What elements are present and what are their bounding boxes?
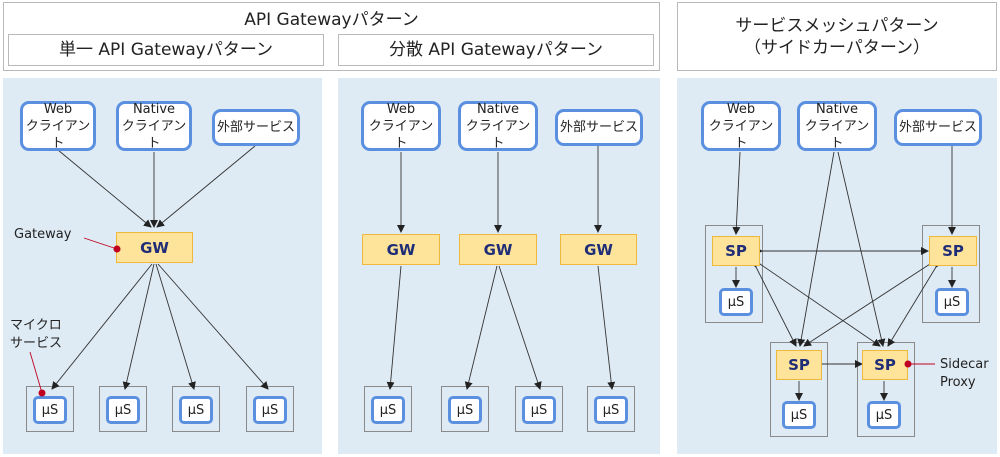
- microservice-label: μS: [790, 407, 808, 423]
- client-native-label: Native: [132, 101, 176, 117]
- sidecar-label: SP: [725, 242, 747, 260]
- sidecar-right: SP: [929, 236, 977, 266]
- microservice-3d: μS: [867, 401, 901, 429]
- microservice-1d: μS: [253, 396, 287, 424]
- client-external-label: 外部サービス: [898, 120, 977, 135]
- microservice-label: μS: [261, 402, 279, 418]
- ms-container-1d: [246, 386, 294, 432]
- gateway-distributed-2: GW: [459, 234, 537, 265]
- gateway-single: GW: [116, 232, 193, 263]
- header-distributed-gateway: 分散 API Gatewayパターン: [338, 34, 654, 66]
- microservice-label: μS: [114, 402, 132, 418]
- gateway-distributed-1: GW: [362, 234, 440, 265]
- microservice-2a: μS: [371, 396, 405, 424]
- gateway-distributed-3: GW: [560, 234, 637, 265]
- header-single-title: 単一 API Gatewayパターン: [59, 40, 273, 60]
- header-mesh-title: サービスメッシュパターン: [735, 15, 939, 36]
- client-web-label: Web: [386, 101, 416, 117]
- sidecar-label: SP: [942, 242, 964, 260]
- client-native-1: Native クライアント: [116, 101, 192, 151]
- gateway-label: GW: [386, 240, 416, 259]
- microservice-2b: μS: [448, 396, 482, 424]
- microservice-3a: μS: [719, 288, 753, 316]
- marker-gateway-dot: [113, 245, 121, 253]
- ms-container-1a: [26, 386, 74, 432]
- microservice-3b: μS: [935, 288, 969, 316]
- gateway-label: GW: [483, 240, 513, 259]
- client-native-label: Native: [476, 101, 520, 117]
- header-api-gateway-title: API Gatewayパターン: [244, 10, 419, 30]
- sidecar-label: SP: [874, 356, 896, 374]
- client-native-2: Native クライアント: [458, 101, 538, 151]
- microservice-label: μS: [187, 402, 205, 418]
- sidecar-bottom-left: SP: [776, 350, 822, 380]
- client-external-label: 外部サービス: [216, 120, 295, 135]
- microservice-label: μS: [727, 294, 745, 310]
- microservice-2c: μS: [522, 396, 556, 424]
- client-external-2: 外部サービス: [555, 109, 643, 146]
- client-web-sublabel: クライアント: [708, 118, 774, 151]
- microservice-2d: μS: [594, 396, 628, 424]
- marker-sidecar-dot: [904, 360, 912, 368]
- client-web-label: Web: [726, 101, 756, 117]
- client-native-3: Native クライアント: [797, 101, 877, 151]
- annotation-microservice: マイクロ サービス: [10, 317, 62, 353]
- client-web-sublabel: クライアント: [25, 118, 91, 151]
- client-native-sublabel: クライアント: [804, 118, 870, 151]
- microservice-1a: μS: [33, 396, 67, 424]
- client-external-1: 外部サービス: [212, 109, 300, 146]
- header-service-mesh: サービスメッシュパターン （サイドカーパターン）: [677, 2, 997, 71]
- client-web-2: Web クライアント: [361, 101, 441, 151]
- marker-microservice-dot: [38, 389, 46, 397]
- gateway-single-label: GW: [140, 238, 169, 257]
- microservice-3c: μS: [782, 401, 816, 429]
- annotation-sidecar-line1: Sidecar: [940, 357, 989, 372]
- microservice-1c: μS: [179, 396, 213, 424]
- sidecar-left: SP: [712, 236, 760, 266]
- client-native-sublabel: クライアント: [465, 118, 531, 151]
- header-distributed-title: 分散 API Gatewayパターン: [389, 40, 603, 60]
- header-mesh-subtitle: （サイドカーパターン）: [744, 37, 930, 58]
- annotation-micro-line1: マイクロ: [10, 318, 62, 333]
- microservice-label: μS: [943, 294, 961, 310]
- client-web-sublabel: クライアント: [368, 118, 434, 151]
- microservice-label: μS: [875, 407, 893, 423]
- client-external-label: 外部サービス: [559, 120, 638, 135]
- microservice-label: μS: [456, 402, 474, 418]
- sidecar-bottom-right: SP: [862, 350, 908, 380]
- microservice-label: μS: [602, 402, 620, 418]
- client-native-label: Native: [815, 101, 859, 117]
- ms-container-1c: [172, 386, 220, 432]
- annotation-gateway-text: Gateway: [14, 227, 72, 242]
- microservice-label: μS: [530, 402, 548, 418]
- client-native-sublabel: クライアント: [121, 118, 187, 151]
- client-web-1: Web クライアント: [20, 101, 96, 151]
- microservice-label: μS: [379, 402, 397, 418]
- client-web-label: Web: [43, 101, 73, 117]
- annotation-sidecar-proxy: Sidecar Proxy: [940, 356, 989, 392]
- sidecar-label: SP: [788, 356, 810, 374]
- microservice-1b: μS: [106, 396, 140, 424]
- annotation-gateway: Gateway: [14, 226, 71, 244]
- annotation-sidecar-line2: Proxy: [940, 375, 976, 390]
- gateway-label: GW: [584, 240, 613, 259]
- header-single-gateway: 単一 API Gatewayパターン: [8, 34, 324, 66]
- microservice-label: μS: [41, 402, 59, 418]
- client-web-3: Web クライアント: [701, 101, 781, 151]
- annotation-micro-line2: サービス: [10, 336, 63, 351]
- client-external-3: 外部サービス: [894, 109, 982, 146]
